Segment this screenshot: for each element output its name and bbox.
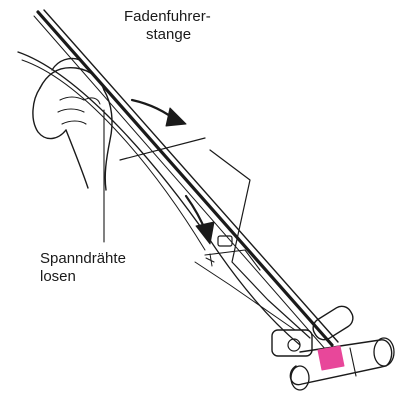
yarn-carrier-rod	[34, 10, 338, 350]
hand-icon	[33, 58, 112, 190]
wires-label: Spanndrähte losen	[40, 250, 126, 286]
highlight-block	[318, 346, 344, 370]
wires-label-line1: Spanndrähte	[40, 250, 126, 268]
wires-label-line2: losen	[40, 268, 126, 286]
tension-wires	[18, 52, 310, 345]
arrow-icon	[186, 196, 214, 244]
rod-label-line2: stange	[124, 26, 211, 44]
rod-label: Fadenfuhrer- stange	[124, 8, 211, 44]
roller-icon	[272, 303, 394, 390]
arrow-icon	[132, 100, 186, 126]
rod-label-line1: Fadenfuhrer-	[124, 8, 211, 26]
